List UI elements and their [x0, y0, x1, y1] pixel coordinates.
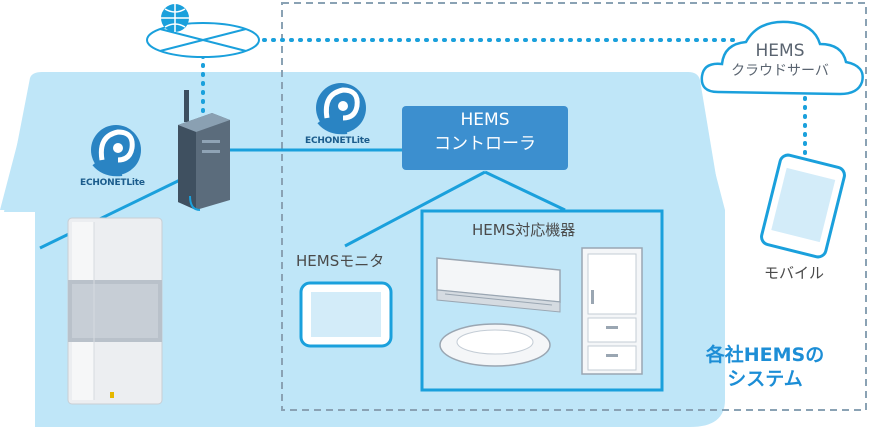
- echonet-logo-right: [316, 83, 366, 135]
- refrigerator-icon: [581, 247, 643, 375]
- system-caption-line2: システム: [727, 368, 803, 390]
- system-caption-line1: 各社HEMSの: [705, 344, 825, 366]
- air-conditioner-icon: [436, 257, 561, 313]
- system-caption: 各社HEMSの システム: [695, 343, 835, 391]
- hems-controller-box: [402, 106, 568, 170]
- mobile-phone-icon: [760, 153, 846, 259]
- cloud-label-line1: HEMS: [755, 41, 805, 61]
- hems-monitor-tablet-icon: [299, 281, 393, 348]
- hems-monitor-label: HEMSモニタ: [296, 252, 385, 270]
- controller-label-line2: コントローラ: [434, 134, 536, 154]
- cloud-label: HEMS クラウドサーバ: [705, 41, 855, 81]
- hems-devices-frame: [420, 209, 664, 392]
- hems-devices-label: HEMS対応機器: [472, 221, 576, 239]
- internet-globe-icon: [146, 4, 260, 58]
- cloud-label-line2: クラウドサーバ: [731, 63, 829, 79]
- echonet-logo-left: [91, 125, 141, 177]
- echonet-logo-caption-right: ECHONETLite: [305, 136, 370, 146]
- controller-label-line1: HEMS: [460, 110, 510, 130]
- smart-meter-icon: [67, 217, 163, 405]
- echonet-logo-caption-left: ECHONETLite: [80, 178, 145, 188]
- ceiling-light-icon: [439, 323, 551, 367]
- controller-label: HEMS コントローラ: [400, 108, 570, 156]
- router-icon: [178, 90, 230, 211]
- network-lines: [39, 148, 566, 250]
- mobile-label: モバイル: [764, 264, 825, 282]
- system-boundary: [281, 2, 867, 411]
- cloud-icon: [700, 20, 864, 96]
